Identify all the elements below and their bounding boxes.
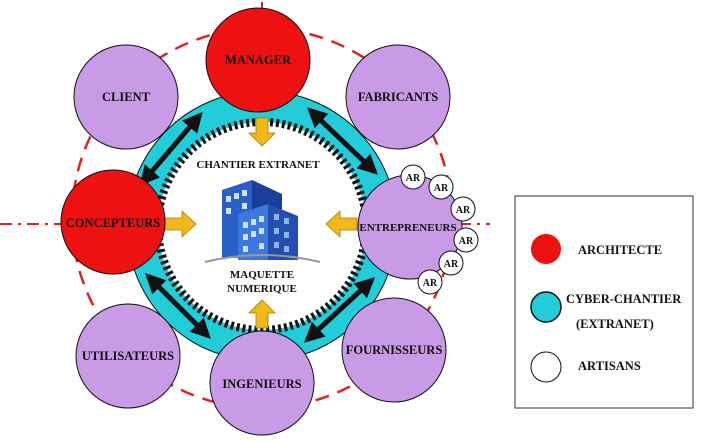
svg-text:AR: AR <box>444 259 459 270</box>
fabricants-label: FABRICANTS <box>358 90 438 104</box>
actor-concepteurs: CONCEPTEURS <box>60 169 166 275</box>
legend-extranet: (EXTRANET) <box>576 317 654 331</box>
actor-manager: MANAGER <box>205 7 311 113</box>
artisan-circle: AR <box>400 164 426 190</box>
artisan-circle: AR <box>428 174 454 200</box>
artisan-circle: AR <box>453 227 479 253</box>
chantier-extranet-label: CHANTIER EXTRANET <box>196 159 320 171</box>
numerique-label: NUMERIQUE <box>227 283 297 295</box>
fournisseurs-label: FOURNISSEURS <box>346 343 443 357</box>
manager-label: MANAGER <box>225 53 292 67</box>
building-icon <box>204 180 321 263</box>
gold-arrow-top <box>248 117 276 147</box>
legend-artisans: ARTISANS <box>578 359 641 373</box>
actor-utilisateurs: UTILISATEURS <box>75 303 181 409</box>
svg-text:AR: AR <box>456 205 471 216</box>
arrow-sw <box>145 273 211 339</box>
legend-swatch-architecte <box>531 234 561 264</box>
ring-arrows <box>139 107 378 343</box>
svg-text:AR: AR <box>459 236 474 247</box>
legend-cyber-chantier: CYBER-CHANTIER <box>566 292 682 306</box>
artisans-group: AR AR AR AR AR AR <box>400 164 479 295</box>
arrow-nw <box>139 111 203 187</box>
svg-text:AR: AR <box>434 183 449 194</box>
ingenieurs-label: INGENIEURS <box>222 377 301 391</box>
gold-arrow-left <box>164 210 197 238</box>
concepteurs-label: CONCEPTEURS <box>66 216 161 230</box>
gold-arrow-right <box>325 210 358 238</box>
maquette-label: MAQUETTE <box>230 269 294 281</box>
actor-client: CLIENT <box>73 44 179 150</box>
arrow-ne <box>307 107 378 175</box>
actor-fournisseurs: FOURNISSEURS <box>341 297 447 403</box>
gold-arrows <box>164 117 358 329</box>
actor-ingenieurs: INGENIEURS <box>209 330 315 436</box>
arrow-se <box>304 277 375 343</box>
gold-arrow-bottom <box>248 299 276 329</box>
artisan-circle: AR <box>438 250 464 276</box>
legend-architecte: ARCHITECTE <box>578 243 662 257</box>
svg-text:AR: AR <box>406 173 421 184</box>
client-label: CLIENT <box>102 90 151 104</box>
utilisateurs-label: UTILISATEURS <box>82 349 174 363</box>
entrepreneurs-label: ENTREPRENEURS <box>359 222 456 234</box>
legend-swatch-extranet <box>530 291 562 323</box>
artisan-circle: AR <box>450 196 476 222</box>
legend: ARCHITECTE CYBER-CHANTIER (EXTRANET) ART… <box>514 195 694 409</box>
legend-swatch-artisans <box>530 351 562 383</box>
svg-text:AR: AR <box>423 278 438 289</box>
actor-entrepreneurs: ENTREPRENEURS <box>357 174 463 280</box>
actor-fabricants: FABRICANTS <box>345 44 451 150</box>
artisan-circle: AR <box>417 269 443 295</box>
